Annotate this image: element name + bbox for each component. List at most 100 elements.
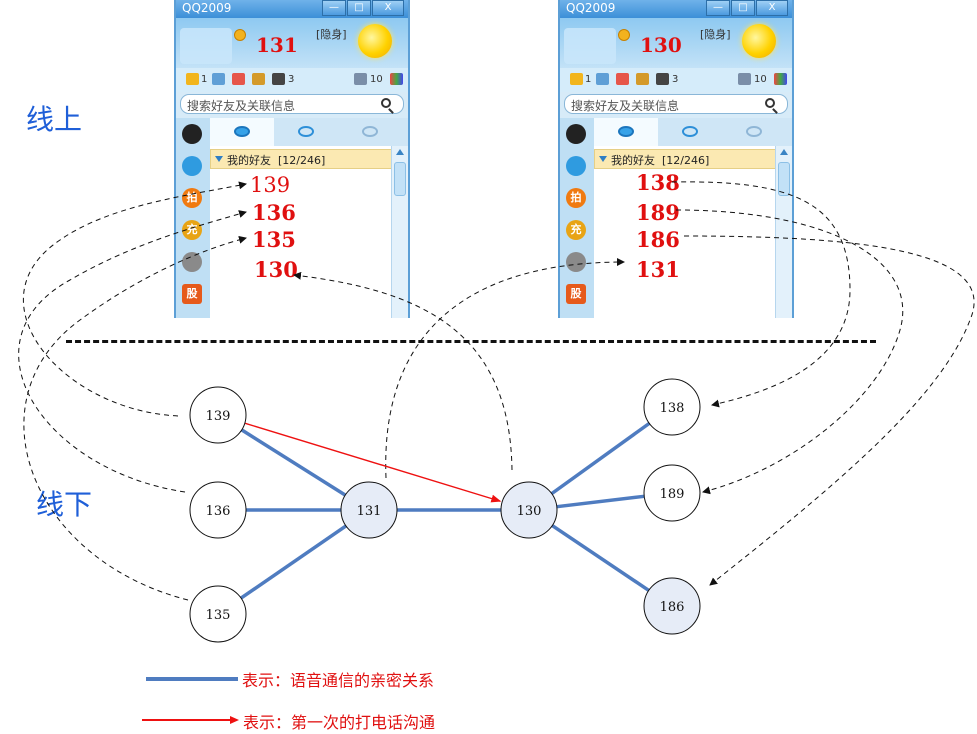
recent-icon [362, 126, 378, 137]
sun-icon[interactable] [358, 24, 392, 58]
contact-item[interactable]: 136 [252, 200, 296, 225]
shop-icon[interactable] [616, 73, 629, 85]
star-icon[interactable] [182, 252, 202, 272]
legend-call-label: 表示：第一次的打电话沟通 [243, 713, 436, 732]
search-icon[interactable] [381, 98, 391, 108]
contact-list: 我的好友 [12/246] [210, 146, 408, 318]
tab-contacts[interactable] [594, 118, 658, 146]
coin-icon[interactable] [272, 73, 285, 85]
search-placeholder: 搜索好友及关联信息 [187, 99, 296, 113]
invisible-status[interactable]: [隐身] [316, 28, 347, 41]
search-box[interactable]: 搜索好友及关联信息 [180, 94, 404, 114]
first-call-link-139-130 [244, 422, 502, 503]
mail-icon[interactable] [596, 73, 609, 85]
scroll-thumb[interactable] [778, 162, 790, 196]
graph-node-label: 139 [206, 409, 231, 424]
tab-bar [210, 118, 408, 146]
invisible-status[interactable]: [隐身] [700, 28, 731, 41]
tab-contacts[interactable] [210, 118, 274, 146]
tab-recent[interactable] [722, 118, 786, 146]
legend-call-line [142, 719, 230, 721]
gu-icon[interactable]: 股 [182, 284, 202, 304]
pai-icon[interactable]: 拍 [566, 188, 586, 208]
contact-item[interactable]: 189 [636, 200, 680, 225]
close-button[interactable]: X [756, 0, 788, 16]
graph-node-189 [643, 464, 701, 522]
message-box-icon[interactable] [354, 73, 367, 85]
scroll-up-icon[interactable] [396, 149, 404, 155]
bag-icon[interactable] [252, 73, 265, 85]
mapping-link-136 [18, 210, 247, 493]
star-icon[interactable] [566, 252, 586, 272]
contact-item[interactable]: 130 [254, 257, 298, 282]
search-placeholder: 搜索好友及关联信息 [571, 99, 680, 113]
tab-groups[interactable] [658, 118, 722, 146]
color-palette-icon[interactable] [774, 73, 787, 85]
graph-node-label: 130 [517, 504, 542, 519]
self-number: 131 [256, 33, 298, 57]
graph-node-label: 189 [660, 487, 685, 502]
contact-item[interactable]: 131 [636, 257, 680, 282]
gu-icon[interactable]: 股 [566, 284, 586, 304]
contact-item[interactable]: 135 [252, 227, 296, 252]
self-number: 130 [640, 33, 682, 57]
graph-node-label: 138 [660, 401, 685, 416]
mail-icon[interactable] [212, 73, 225, 85]
toolbar: 1 3 10 [560, 68, 792, 92]
group-header[interactable]: 我的好友 [12/246] [210, 149, 392, 169]
offline-label: 线下 [36, 488, 93, 521]
profile-header: 131 [隐身] [176, 18, 408, 68]
star-icon[interactable] [186, 73, 199, 85]
shop-icon[interactable] [232, 73, 245, 85]
contact-item[interactable]: 186 [636, 227, 680, 252]
tab-recent[interactable] [338, 118, 402, 146]
graph-node-label: 186 [660, 600, 685, 615]
mapping-link-189 [675, 209, 904, 495]
search-icon[interactable] [765, 98, 775, 108]
scroll-thumb[interactable] [394, 162, 406, 196]
search-box[interactable]: 搜索好友及关联信息 [564, 94, 788, 114]
qq-penguin-icon[interactable] [182, 124, 202, 144]
qq-penguin-icon[interactable] [566, 124, 586, 144]
minimize-button[interactable]: — [706, 0, 730, 16]
graph-node-label: 131 [357, 504, 382, 519]
window-controls: — □ X [321, 0, 404, 16]
globe-icon[interactable] [566, 156, 586, 176]
contact-item[interactable]: 139 [250, 173, 291, 197]
status-icon[interactable] [618, 29, 630, 41]
contact-list: 我的好友 [12/246] [594, 146, 792, 318]
mapping-link-186 [683, 235, 975, 586]
coin-icon[interactable] [656, 73, 669, 85]
maximize-button[interactable]: □ [347, 0, 371, 16]
close-button[interactable]: X [372, 0, 404, 16]
voice-links [240, 421, 651, 600]
chevron-down-icon [215, 156, 223, 162]
scrollbar[interactable] [775, 146, 792, 318]
graph-node-138 [643, 378, 701, 436]
sun-icon[interactable] [742, 24, 776, 58]
star-icon[interactable] [570, 73, 583, 85]
title-bar[interactable]: QQ2009 — □ X [560, 0, 792, 18]
status-icon[interactable] [234, 29, 246, 41]
maximize-button[interactable]: □ [731, 0, 755, 16]
qq-window-left: QQ2009 — □ X 131 [隐身] 1 3 10 搜索好友及关联信息 拍… [174, 0, 410, 318]
avatar[interactable] [180, 28, 232, 64]
chong-icon[interactable]: 充 [182, 220, 202, 240]
contact-item[interactable]: 138 [636, 170, 680, 195]
title-bar[interactable]: QQ2009 — □ X [176, 0, 408, 18]
chong-icon[interactable]: 充 [566, 220, 586, 240]
bag-icon[interactable] [636, 73, 649, 85]
scrollbar[interactable] [391, 146, 408, 318]
globe-icon[interactable] [182, 156, 202, 176]
pai-icon[interactable]: 拍 [182, 188, 202, 208]
group-bubble-icon [682, 126, 698, 137]
scroll-up-icon[interactable] [780, 149, 788, 155]
tab-groups[interactable] [274, 118, 338, 146]
qq-window-right: QQ2009 — □ X 130 [隐身] 1 3 10 搜索好友及关联信息 拍… [558, 0, 794, 318]
minimize-button[interactable]: — [322, 0, 346, 16]
message-box-icon[interactable] [738, 73, 751, 85]
window-title: QQ2009 [182, 1, 232, 15]
avatar[interactable] [564, 28, 616, 64]
color-palette-icon[interactable] [390, 73, 403, 85]
